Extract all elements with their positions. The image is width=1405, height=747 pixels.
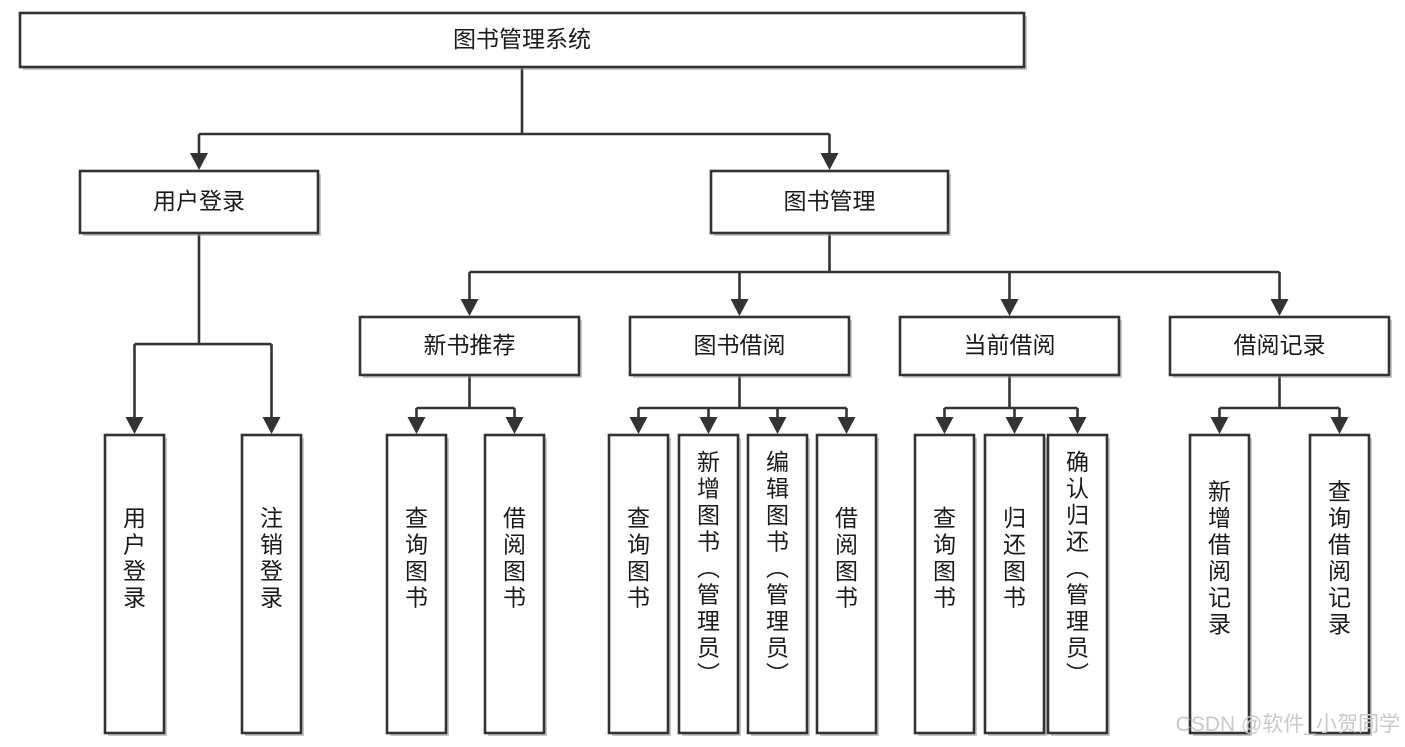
node-user-login[interactable]: 用户登录 bbox=[78, 169, 321, 236]
node-label: 图书借阅 bbox=[694, 332, 786, 358]
node-label: 用户登录 bbox=[153, 188, 245, 214]
node-label: 查询借阅记录 bbox=[1328, 479, 1351, 638]
node-root[interactable]: 图书管理系统 bbox=[18, 11, 1027, 70]
node-box[interactable] bbox=[607, 433, 670, 735]
node-leaf-add-book[interactable]: 新增图书︵管理员︶ bbox=[677, 433, 741, 736]
node-leaf-user-logout[interactable]: 注销登录 bbox=[240, 433, 304, 736]
node-label: 借阅图书 bbox=[835, 505, 858, 611]
node-box[interactable] bbox=[1188, 433, 1251, 735]
nodes-layer: 图书管理系统用户登录图书管理新书推荐图书借阅当前借阅借阅记录用户登录注销登录查询… bbox=[18, 11, 1392, 736]
node-book-manage[interactable]: 图书管理 bbox=[709, 169, 951, 236]
node-box[interactable] bbox=[898, 315, 1121, 377]
node-box[interactable] bbox=[1308, 433, 1371, 735]
node-label: 图书管理系统 bbox=[453, 26, 591, 52]
node-box[interactable] bbox=[1046, 433, 1109, 735]
node-leaf-edit-book[interactable]: 编辑图书︵管理员︶ bbox=[746, 433, 810, 736]
node-leaf-query-book-2[interactable]: 查询图书 bbox=[607, 433, 671, 736]
node-box[interactable] bbox=[240, 433, 303, 735]
node-leaf-query-book-1[interactable]: 查询图书 bbox=[385, 433, 449, 736]
node-label: 查询图书 bbox=[405, 505, 428, 611]
node-label: 借阅图书 bbox=[503, 505, 526, 611]
node-current-borrow[interactable]: 当前借阅 bbox=[898, 315, 1122, 378]
node-leaf-confirm-return[interactable]: 确认归还︵管理员︶ bbox=[1046, 433, 1110, 736]
node-label: 确认归还︵管理员︶ bbox=[1066, 449, 1089, 687]
node-book-borrow[interactable]: 图书借阅 bbox=[628, 315, 852, 378]
node-label: 用户登录 bbox=[123, 505, 146, 611]
csdn-watermark: CSDN @软件_小贺同学 bbox=[1176, 713, 1400, 736]
node-label: 查询图书 bbox=[627, 505, 650, 611]
edges-layer bbox=[125, 67, 1349, 434]
node-label: 注销登录 bbox=[260, 505, 283, 611]
node-box[interactable] bbox=[385, 433, 448, 735]
node-leaf-query-book-3[interactable]: 查询图书 bbox=[913, 433, 977, 736]
node-box[interactable] bbox=[483, 433, 546, 735]
node-box[interactable] bbox=[78, 169, 320, 235]
node-label: 新增图书︵管理员︶ bbox=[697, 449, 720, 687]
node-box[interactable] bbox=[709, 169, 950, 235]
node-box[interactable] bbox=[358, 315, 581, 377]
node-label: 借阅记录 bbox=[1234, 332, 1326, 358]
node-label: 图书管理 bbox=[784, 188, 876, 214]
node-label: 新增借阅记录 bbox=[1208, 479, 1231, 638]
node-box[interactable] bbox=[677, 433, 740, 735]
node-leaf-borrow-book-2[interactable]: 借阅图书 bbox=[815, 433, 879, 736]
node-box[interactable] bbox=[18, 11, 1026, 69]
node-leaf-user-login[interactable]: 用户登录 bbox=[103, 433, 167, 736]
node-label: 新书推荐 bbox=[424, 332, 516, 358]
node-leaf-add-record[interactable]: 新增借阅记录 bbox=[1188, 433, 1252, 736]
node-box[interactable] bbox=[746, 433, 809, 735]
node-leaf-return-book[interactable]: 归还图书 bbox=[983, 433, 1047, 736]
node-leaf-borrow-book-1[interactable]: 借阅图书 bbox=[483, 433, 547, 736]
node-leaf-query-record[interactable]: 查询借阅记录 bbox=[1308, 433, 1372, 736]
node-box[interactable] bbox=[815, 433, 878, 735]
node-box[interactable] bbox=[913, 433, 976, 735]
node-box[interactable] bbox=[628, 315, 851, 377]
node-label: 归还图书 bbox=[1003, 505, 1026, 611]
node-box[interactable] bbox=[1168, 315, 1391, 377]
node-box[interactable] bbox=[103, 433, 166, 735]
node-borrow-record[interactable]: 借阅记录 bbox=[1168, 315, 1392, 378]
node-label: 查询图书 bbox=[933, 505, 956, 611]
node-label: 当前借阅 bbox=[964, 332, 1056, 358]
node-new-book-recommend[interactable]: 新书推荐 bbox=[358, 315, 582, 378]
node-box[interactable] bbox=[983, 433, 1046, 735]
node-label: 编辑图书︵管理员︶ bbox=[766, 449, 789, 687]
